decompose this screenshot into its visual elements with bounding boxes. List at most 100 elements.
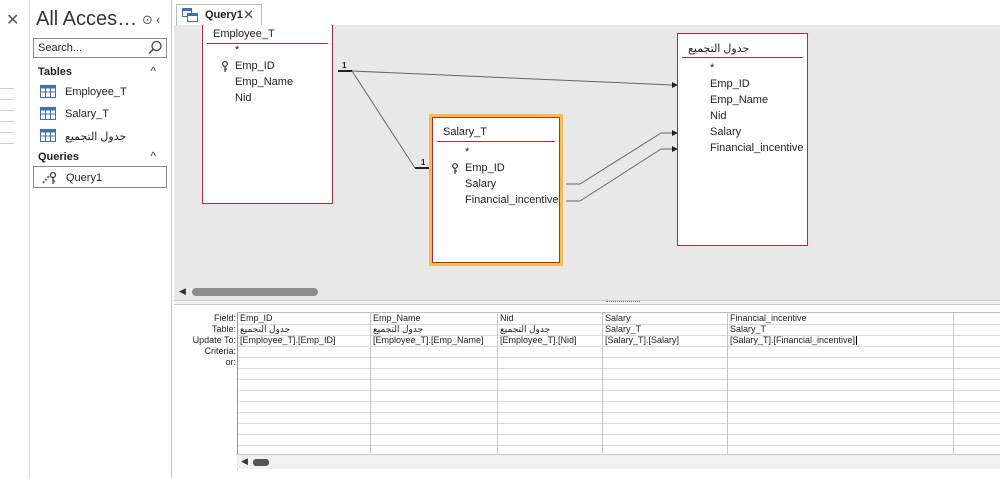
grid-cell-field[interactable]: Emp_ID [240, 313, 273, 323]
group-header-tables[interactable]: Tables ^ [38, 64, 164, 78]
table-icon [40, 129, 56, 142]
grid-cell-update-to[interactable]: [Employee_T].[Emp_Name] [373, 335, 484, 345]
grid-cell-field[interactable]: Emp_Name [373, 313, 421, 323]
field-label: Emp_Name [710, 94, 769, 106]
grid-column: Nid جدول التجميع [Employee_T].[Nid] [498, 313, 603, 461]
field-label: Salary [465, 178, 497, 190]
table-box-aggregate[interactable]: جدول التجميع * Emp_ID Emp_Name Nid Salar… [677, 33, 808, 246]
group-label: Queries [38, 151, 79, 163]
grid-column-empty[interactable] [954, 313, 1000, 461]
design-grid: Emp_ID جدول التجميع [Employee_T].[Emp_ID… [237, 312, 1000, 470]
active-cell-text: [Salary_T].[Financial_incentive] [730, 335, 856, 345]
field-emp-id[interactable]: Emp_ID [678, 78, 807, 94]
grid-column: Salary Salary_T [Salary_T].[Salary] [603, 313, 728, 461]
field-nid[interactable]: Nid [678, 110, 807, 126]
relationship-one-label: 1 [342, 61, 347, 70]
grid-cell-table[interactable]: جدول التجميع [500, 324, 551, 334]
nav-item-label: Employee_T [65, 86, 127, 98]
relationship-one-label: 1 [421, 158, 426, 167]
strip-ticks [0, 88, 14, 154]
search-input[interactable]: Search... [38, 42, 83, 54]
row-label-table: Table: [211, 324, 236, 334]
scrollbar-thumb[interactable] [192, 288, 318, 296]
relationship-line[interactable] [351, 70, 416, 169]
grid-horizontal-scrollbar[interactable]: ◀ [237, 454, 1000, 469]
close-tab-icon[interactable]: ✕ [243, 7, 254, 22]
field-label: Emp_ID [465, 162, 505, 174]
nav-item-label: Salary_T [65, 108, 110, 120]
grid-cell-field[interactable]: Nid [500, 313, 514, 323]
document-tab-bar: Query1 ✕ [174, 0, 1000, 25]
join-arrow [672, 82, 678, 88]
row-label-update-to: Update To: [192, 335, 236, 345]
grid-cell-update-to-active[interactable]: [Salary_T].[Financial_incentive] [728, 335, 953, 346]
table-diagram-canvas[interactable]: 1 1 Employee_T * Emp_ID Emp_Name Nid [174, 25, 1000, 300]
group-header-queries[interactable]: Queries ^ [38, 149, 164, 163]
table-box-salary-t[interactable]: Salary_T * Emp_ID Salary Financial_incen… [429, 114, 563, 266]
nav-item-employee-t[interactable]: Employee_T [33, 81, 167, 103]
nav-item-salary-t[interactable]: Salary_T [33, 103, 167, 125]
scroll-left-icon[interactable]: ◀ [241, 456, 248, 466]
field-star[interactable]: * [433, 146, 559, 162]
nav-title[interactable]: All Acces… [36, 8, 138, 30]
tab-query1[interactable]: Query1 ✕ [176, 4, 262, 25]
field-star[interactable]: * [678, 62, 807, 78]
grid-cell-field[interactable]: Financial_incentive [730, 313, 807, 323]
nav-item-aggregate-table[interactable]: جدول التجميع [33, 125, 167, 147]
field-label: Financial_incentive [710, 142, 804, 154]
text-caret [856, 336, 858, 346]
field-financial-incentive[interactable]: Financial_incentive [678, 142, 807, 158]
chevron-up-icon[interactable]: ^ [150, 149, 156, 163]
grid-cell-field[interactable]: Salary [605, 313, 631, 323]
nav-item-label: Query1 [66, 172, 103, 184]
scrollbar-thumb[interactable] [253, 459, 269, 466]
field-label: Nid [710, 110, 727, 122]
table-box-employee-t[interactable]: Employee_T * Emp_ID Emp_Name Nid [202, 25, 333, 204]
shutter-bar-close-icon[interactable]: ‹ [156, 12, 161, 27]
grid-column: Financial_incentive Salary_T [Salary_T].… [728, 313, 954, 461]
grid-cell-update-to[interactable]: [Salary_T].[Salary] [605, 335, 680, 345]
join-arrow [672, 130, 678, 136]
field-star[interactable]: * [203, 44, 332, 60]
search-icon[interactable] [147, 40, 163, 56]
update-query-icon [42, 171, 57, 184]
field-label: * [710, 62, 715, 74]
field-financial-incentive[interactable]: Financial_incentive [433, 194, 559, 210]
diagram-horizontal-scrollbar[interactable]: ◀ [174, 285, 1000, 300]
grid-cell-update-to[interactable]: [Employee_T].[Nid] [500, 335, 577, 345]
nav-menu-icon[interactable]: ⊙ [142, 12, 153, 27]
table-box-title[interactable]: Salary_T [443, 126, 488, 138]
grid-cell-update-to[interactable]: [Employee_T].[Emp_ID] [240, 335, 336, 345]
field-emp-name[interactable]: Emp_Name [203, 76, 332, 92]
table-icon [40, 107, 56, 120]
field-label: Emp_ID [710, 78, 750, 90]
scroll-left-icon[interactable]: ◀ [179, 286, 186, 296]
table-box-title[interactable]: جدول التجميع [688, 43, 750, 55]
splitter-grip[interactable] [606, 301, 640, 304]
field-label: Emp_Name [235, 76, 294, 88]
field-salary[interactable]: Salary [678, 126, 807, 142]
row-label-criteria: Criteria: [204, 346, 236, 356]
chevron-up-icon[interactable]: ^ [150, 64, 156, 78]
field-emp-name[interactable]: Emp_Name [678, 94, 807, 110]
grid-cell-table[interactable]: Salary_T [605, 324, 642, 334]
grid-cell-table[interactable]: جدول التجميع [373, 324, 424, 334]
field-nid[interactable]: Nid [203, 92, 332, 108]
grid-cell-table[interactable]: جدول التجميع [240, 324, 291, 334]
field-label: * [465, 146, 470, 158]
field-label: Nid [235, 92, 252, 104]
nav-item-query1[interactable]: Query1 [33, 166, 167, 188]
nav-search-box[interactable]: Search... [33, 38, 167, 58]
field-emp-id[interactable]: Emp_ID [203, 60, 332, 76]
pane-splitter[interactable] [174, 300, 1000, 305]
close-pane-icon[interactable]: ✕ [6, 12, 20, 29]
join-line[interactable] [579, 132, 662, 185]
join-arrow [672, 146, 678, 152]
join-line[interactable] [351, 70, 673, 86]
field-emp-id[interactable]: Emp_ID [433, 162, 559, 178]
field-salary[interactable]: Salary [433, 178, 559, 194]
grid-column: Emp_ID جدول التجميع [Employee_T].[Emp_ID… [238, 313, 371, 461]
join-line[interactable] [579, 148, 662, 202]
table-box-title[interactable]: Employee_T [213, 28, 275, 40]
grid-cell-table[interactable]: Salary_T [730, 324, 767, 334]
